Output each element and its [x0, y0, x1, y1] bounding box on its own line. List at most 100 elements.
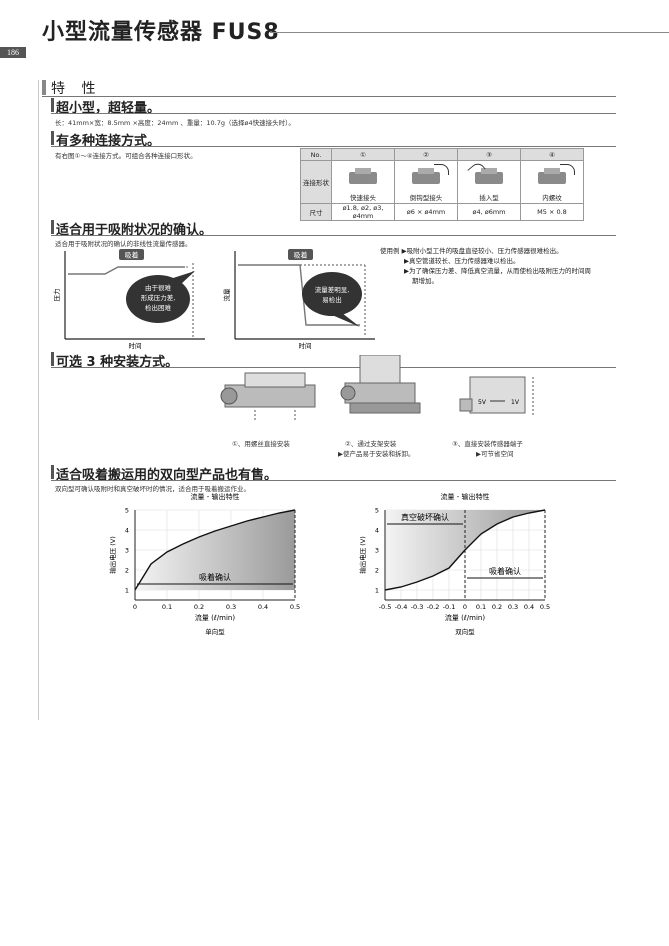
- usage-text: 真空管道较长、压力传感器难以检出。: [409, 257, 520, 265]
- x-axis-label: 时间: [129, 341, 142, 350]
- usage-item: 期增加。: [380, 276, 620, 286]
- callout-line2: 易检出: [322, 295, 342, 304]
- table-cell: 快速接头: [331, 160, 395, 204]
- x-tick-label: 0.4: [524, 603, 534, 611]
- heading-connections: 有多种连接方式。: [56, 134, 161, 149]
- table-col-no: ②: [394, 148, 458, 161]
- table-cell-name: 插入型: [479, 194, 499, 202]
- table-cell-size: M5 × 0.8: [520, 203, 584, 221]
- x-tick-label: -0.5: [379, 603, 392, 611]
- table-cell-size: ø6 × ø4mm: [394, 203, 458, 221]
- insert-type-image: [467, 160, 509, 190]
- heading-marker: [51, 465, 54, 479]
- pressure-chart: 吸着 由于很难 形成压力差, 检出困难 压力 时间: [52, 249, 205, 350]
- x-tick-label: 0.1: [476, 603, 486, 611]
- x-tick-label: 0.5: [290, 603, 300, 611]
- suction-tag: [119, 249, 144, 260]
- x-axis-label: 时间: [299, 341, 312, 350]
- compact-text: 长：41mm×宽：8.5mm ×高度：24mm 、重量：10.7g（选择ø4快速…: [55, 119, 295, 127]
- mount-caption: ②、通过支架安装: [345, 440, 397, 448]
- x-tick-label: 0.3: [226, 603, 236, 611]
- mount-caption: ③、直接安装传感器端子: [452, 440, 523, 448]
- curve-line: [134, 509, 296, 591]
- usage-item: 使用例 ▶吸附小型工件的吸盘直径较小、压力传感器很难检出。: [380, 247, 563, 255]
- heading-mounting: 可选 3 种安装方式。: [56, 355, 179, 370]
- chart-title: 流量 - 输出特性: [191, 492, 240, 501]
- title-rule: [270, 32, 669, 33]
- x-tick-label: 0.1: [162, 603, 172, 611]
- table-cell: 倒钩型接头: [394, 160, 458, 204]
- suction-tag-label: 吸着: [294, 251, 308, 260]
- y-axis-label: 输出电压 (V): [358, 536, 367, 574]
- female-thread-image: [532, 164, 575, 190]
- y-tick-label: 5: [375, 507, 379, 515]
- table-no-label: No.: [300, 148, 332, 161]
- heading-marker: [51, 98, 54, 112]
- left-margin-rule: [38, 80, 39, 720]
- chart-caption: 双向型: [455, 627, 475, 636]
- heading-suction: 适合用于吸附状况的确认。: [56, 223, 213, 238]
- flow-chart: 吸着 流量差明显, 易检出 流量 时间: [222, 249, 375, 350]
- y-axis-label: 输出电压 (V): [108, 536, 117, 574]
- callout-line1: 由于很难: [145, 283, 172, 292]
- mount-caption: ①、用螺丝直接安装: [232, 440, 290, 448]
- label-5v: 5V: [478, 399, 487, 406]
- heading-rule: [51, 146, 616, 147]
- connection-table: No. ① ② ③ ④ 连接形状 快速接头 倒钩型接头 插入型 内螺纹 尺寸 ø…: [300, 148, 584, 221]
- barb-fitting-image: [406, 164, 449, 190]
- x-tick-label: -0.2: [427, 603, 440, 611]
- y-tick-label: 5: [125, 507, 129, 515]
- mount-screw-image: [220, 372, 316, 421]
- y-tick-label: 3: [375, 547, 379, 555]
- label-1v: 1V: [511, 399, 520, 406]
- heading-marker: [51, 220, 54, 234]
- mount-bracket-image: [340, 355, 421, 414]
- table-cell-name: 倒钩型接头: [409, 194, 443, 202]
- page-number: 186: [0, 47, 26, 58]
- x-tick-label: 0.3: [508, 603, 518, 611]
- callout-line3: 检出困难: [145, 303, 172, 312]
- x-tick-label: 0: [463, 603, 467, 611]
- table-col-no: ①: [331, 148, 395, 161]
- annotation-label: 吸着确认: [489, 566, 521, 576]
- section-marker: [42, 80, 46, 95]
- annotation-label: 真空破坏确认: [401, 512, 449, 522]
- x-tick-label: 0.4: [258, 603, 268, 611]
- x-axis-label: 流量 (ℓ/min): [445, 613, 485, 622]
- table-cell: 插入型: [457, 160, 521, 204]
- annotation-label: 吸着确认: [199, 572, 231, 582]
- usage-item: ▶为了确保压力差、降低真空流量，从而使检出吸附压力的时间周: [404, 267, 591, 275]
- heading-rule: [51, 235, 616, 236]
- y-axis-label: 流量: [222, 288, 231, 302]
- suction-tag-label: 吸着: [125, 251, 139, 260]
- x-tick-label: 0.2: [492, 603, 502, 611]
- x-tick-label: -0.3: [411, 603, 424, 611]
- x-tick-label: 0.5: [540, 603, 550, 611]
- quick-fitting-image: [343, 164, 383, 190]
- table-cell-name: 快速接头: [350, 194, 376, 202]
- table-cell-name: 内螺纹: [542, 194, 562, 202]
- connections-text: 有右图①～④连接方式。可组合各种连接口形状。: [55, 152, 197, 160]
- heading-marker: [51, 352, 54, 366]
- usage-label: 使用例: [380, 247, 400, 255]
- y-tick-label: 1: [375, 587, 379, 595]
- y-tick-label: 3: [125, 547, 129, 555]
- heading-rule: [51, 367, 616, 368]
- mount-terminal-image: 5V 1V: [459, 376, 534, 415]
- section-title: 特 性: [51, 81, 102, 97]
- x-tick-label: 0.2: [194, 603, 204, 611]
- usage-text: 期增加。: [412, 277, 438, 285]
- section-rule: [42, 96, 616, 97]
- mount-note: ▶使产品易于安装和拆卸。: [338, 450, 415, 458]
- x-tick-label: -0.1: [443, 603, 456, 611]
- pressure-line: [68, 266, 185, 275]
- suction-tag: [288, 249, 313, 260]
- usage-text: 吸附小型工件的吸盘直径较小、压力传感器很难检出。: [406, 247, 563, 255]
- callout-bubble: [302, 272, 362, 316]
- y-tick-label: 4: [375, 527, 379, 535]
- x-tick-label: -0.4: [395, 603, 408, 611]
- heading-marker: [51, 131, 54, 145]
- chart-caption: 单向型: [205, 627, 225, 636]
